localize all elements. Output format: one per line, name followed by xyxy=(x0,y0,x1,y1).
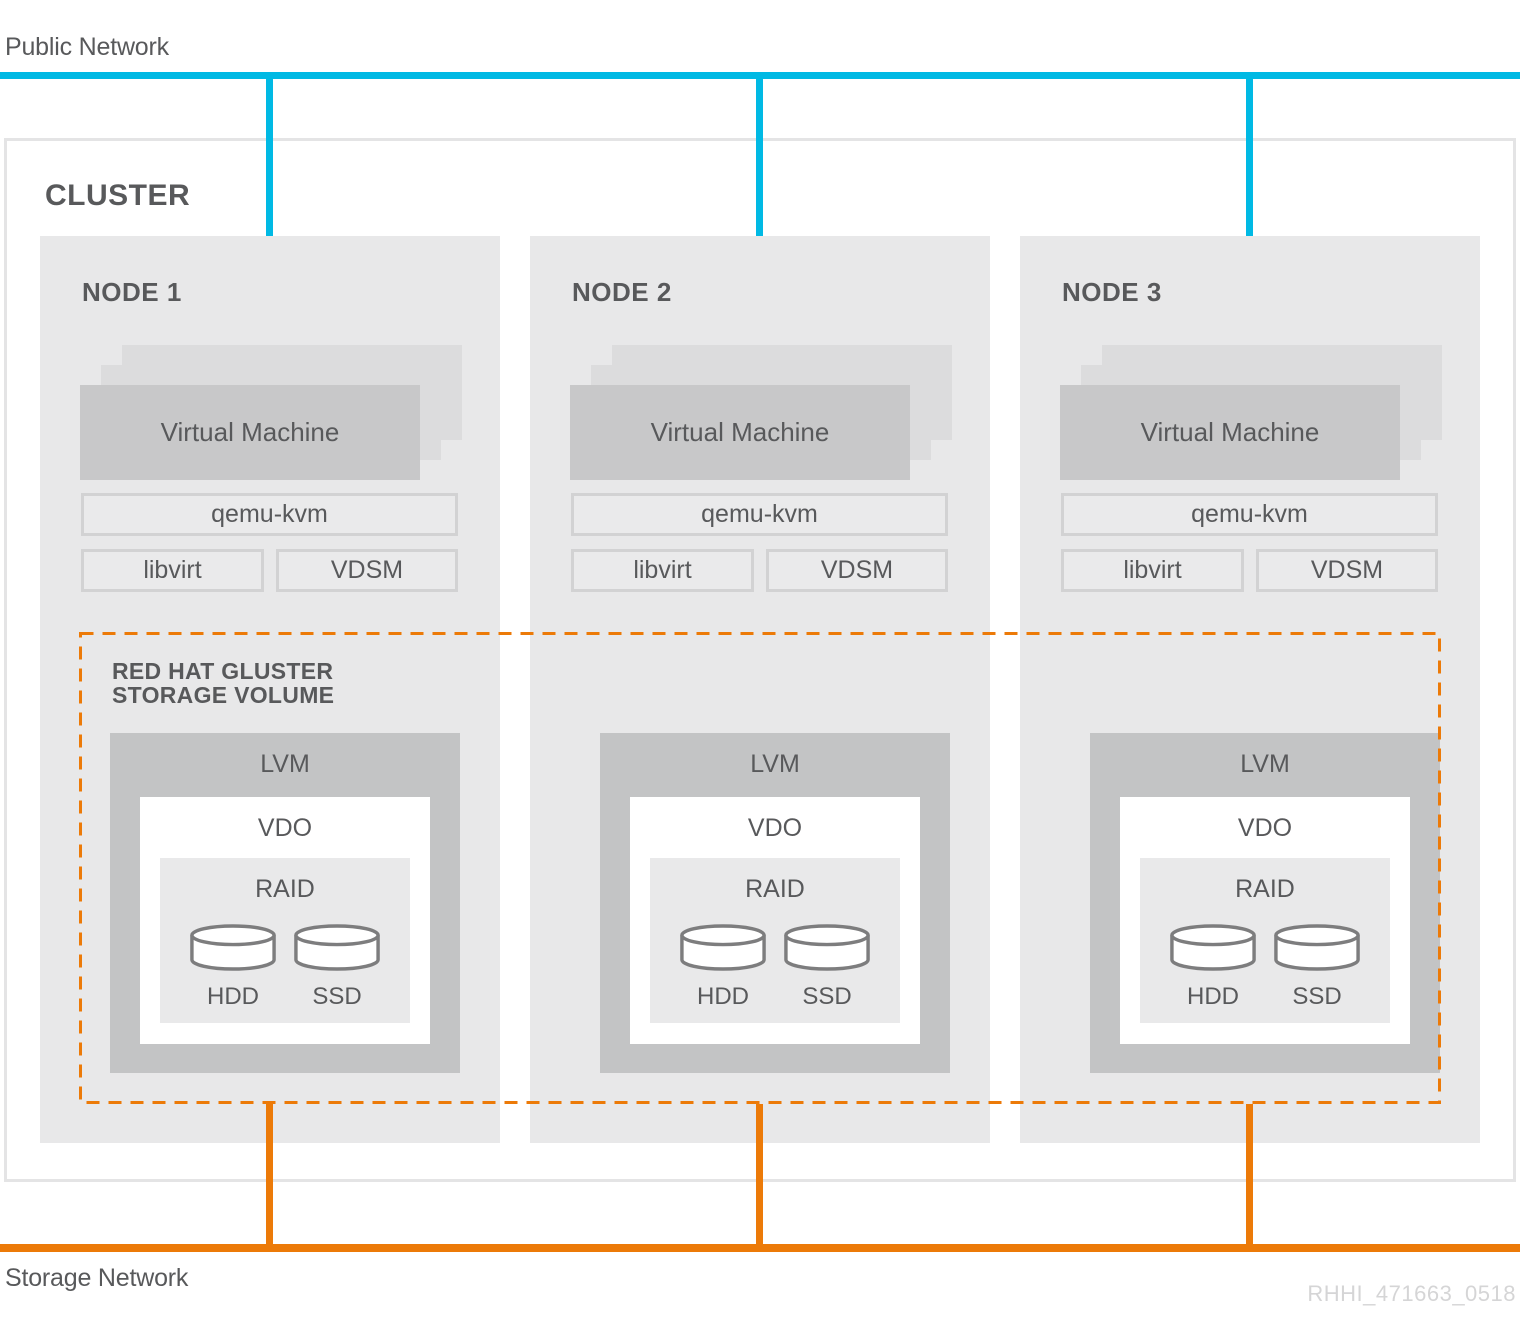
hdd-cylinder-icon xyxy=(680,924,766,971)
raid-label: RAID xyxy=(1235,875,1295,903)
raid-label: RAID xyxy=(745,875,805,903)
ssd-cylinder-icon xyxy=(1274,924,1360,971)
vdo-box: VDO RAID HDD xyxy=(630,797,920,1044)
qemu-kvm-box: qemu-kvm xyxy=(1061,493,1438,536)
storage-network-connector-node1 xyxy=(266,1104,273,1245)
qemu-kvm-box: qemu-kvm xyxy=(571,493,948,536)
raid-label: RAID xyxy=(255,875,315,903)
hdd-cylinder-icon xyxy=(190,924,276,971)
disk-row: HDD SSD xyxy=(650,924,900,1011)
vdsm-box: VDSM xyxy=(766,549,948,592)
vdo-label: VDO xyxy=(747,814,803,842)
public-network-connector-node1 xyxy=(266,79,273,236)
ssd-disk: SSD xyxy=(293,924,381,1011)
lvm-box: LVM VDO RAID HDD xyxy=(600,733,950,1073)
hdd-label: HDD xyxy=(207,983,259,1010)
vdo-label: VDO xyxy=(1237,814,1293,842)
virtual-machine-label: Virtual Machine xyxy=(1140,417,1320,447)
raid-box: RAID HDD xyxy=(650,858,900,1023)
ssd-disk: SSD xyxy=(1273,924,1361,1011)
lvm-box: LVM VDO RAID HDD xyxy=(110,733,460,1073)
lvm-label: LVM xyxy=(1240,750,1290,778)
disk-row: HDD SSD xyxy=(1140,924,1390,1011)
cluster-title: CLUSTER xyxy=(45,179,191,212)
storage-network-line xyxy=(0,1244,1520,1252)
storage-network-label: Storage Network xyxy=(5,1264,189,1292)
lvm-box: LVM VDO RAID HDD xyxy=(1090,733,1440,1073)
hdd-cylinder-icon xyxy=(1170,924,1256,971)
libvirt-box: libvirt xyxy=(571,549,754,592)
node-title: NODE 2 xyxy=(572,277,672,307)
public-network-connector-node2 xyxy=(756,79,763,236)
ssd-disk: SSD xyxy=(783,924,871,1011)
ssd-label: SSD xyxy=(802,983,852,1010)
node-2: NODE 2 Virtual Machine qemu-kvm libvirt … xyxy=(530,236,990,1143)
storage-network-connector-node2 xyxy=(756,1104,763,1245)
virtual-machine-label: Virtual Machine xyxy=(650,417,830,447)
lvm-label: LVM xyxy=(260,750,310,778)
node-title: NODE 3 xyxy=(1062,277,1162,307)
ssd-label: SSD xyxy=(312,983,362,1010)
virtual-machine-label: Virtual Machine xyxy=(160,417,340,447)
figure-id-watermark: RHHI_471663_0518 xyxy=(1307,1281,1516,1306)
libvirt-box: libvirt xyxy=(81,549,264,592)
vdo-label: VDO xyxy=(257,814,313,842)
public-network-connector-node3 xyxy=(1246,79,1253,236)
qemu-kvm-box: qemu-kvm xyxy=(81,493,458,536)
storage-network-connector-node3 xyxy=(1246,1104,1253,1245)
virtual-machine-box: Virtual Machine xyxy=(80,385,420,480)
ssd-cylinder-icon xyxy=(784,924,870,971)
public-network-line xyxy=(0,72,1520,79)
ssd-label: SSD xyxy=(1292,983,1342,1010)
raid-box: RAID HDD xyxy=(160,858,410,1023)
public-network-label: Public Network xyxy=(5,33,169,61)
disk-row: HDD SSD xyxy=(160,924,410,1011)
node-1: NODE 1 Virtual Machine qemu-kvm libvirt … xyxy=(40,236,500,1143)
libvirt-box: libvirt xyxy=(1061,549,1244,592)
vdo-box: VDO RAID HDD xyxy=(1120,797,1410,1044)
virtual-machine-box: Virtual Machine xyxy=(570,385,910,480)
virtual-machine-box: Virtual Machine xyxy=(1060,385,1400,480)
lvm-label: LVM xyxy=(750,750,800,778)
hdd-label: HDD xyxy=(697,983,749,1010)
hdd-disk: HDD xyxy=(1169,924,1257,1011)
hdd-label: HDD xyxy=(1187,983,1239,1010)
raid-box: RAID HDD xyxy=(1140,858,1390,1023)
hdd-disk: HDD xyxy=(679,924,767,1011)
node-3: NODE 3 Virtual Machine qemu-kvm libvirt … xyxy=(1020,236,1480,1143)
node-title: NODE 1 xyxy=(82,277,182,307)
hdd-disk: HDD xyxy=(189,924,277,1011)
ssd-cylinder-icon xyxy=(294,924,380,971)
vdsm-box: VDSM xyxy=(276,549,458,592)
vdsm-box: VDSM xyxy=(1256,549,1438,592)
vdo-box: VDO RAID HDD xyxy=(140,797,430,1044)
